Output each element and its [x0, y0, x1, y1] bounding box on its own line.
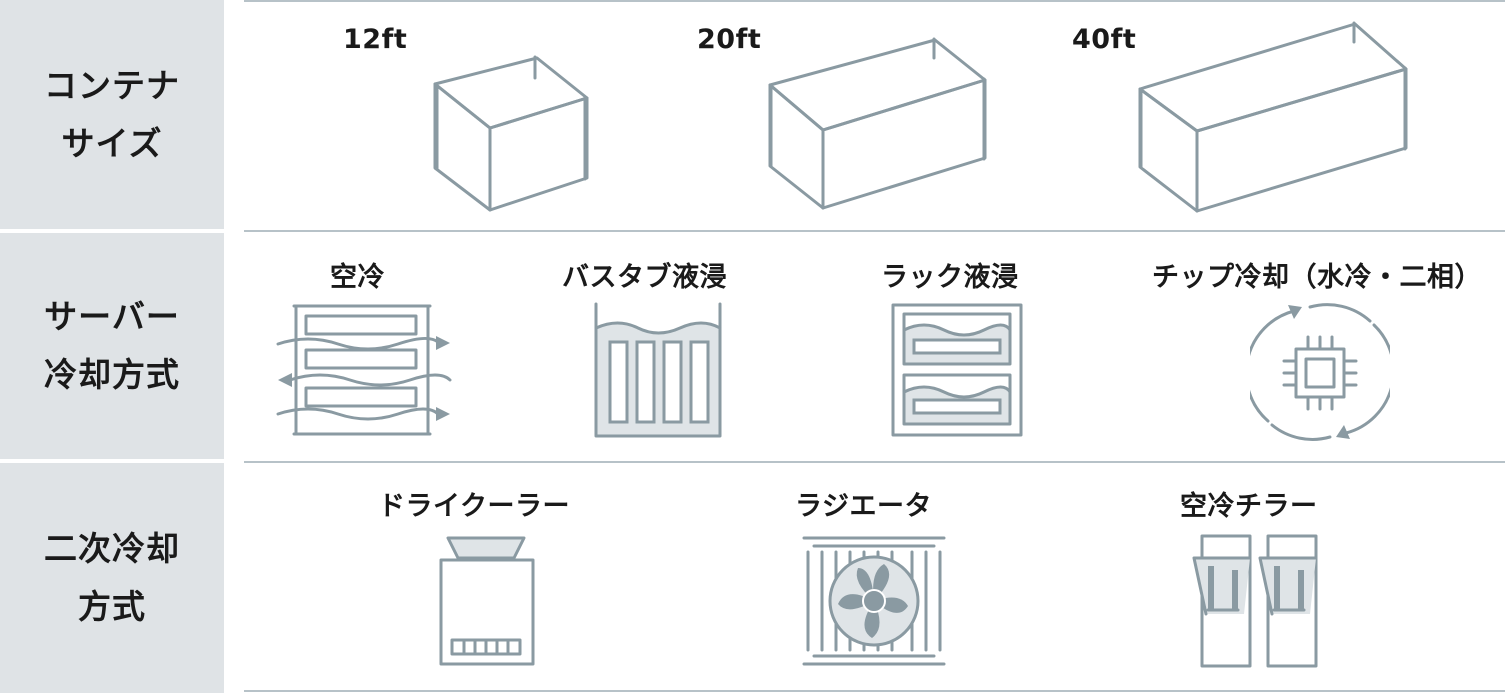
chip-cooling-label: チップ冷却（水冷・二相） — [1152, 262, 1482, 293]
rack-immersion-label: ラック液浸 — [881, 262, 1019, 293]
container-12ft-label: 12ft — [343, 24, 408, 55]
row-separator — [244, 690, 1505, 692]
row-separator — [244, 230, 1505, 232]
row-separator — [244, 0, 1505, 2]
row-header-line: コンテナ — [44, 65, 180, 105]
row-header-line: 二次冷却 — [44, 529, 180, 568]
bathtub-immersion-label: バスタブ液浸 — [562, 262, 727, 293]
row-header-line: サイズ — [61, 123, 163, 163]
row-header-server-cooling: サーバー 冷却方式 — [0, 233, 224, 459]
air-cooling-icon — [276, 304, 452, 436]
container-20ft-label: 20ft — [697, 24, 762, 55]
chip-cooling-icon — [1250, 303, 1390, 441]
dry-cooler-icon — [439, 536, 535, 666]
row-header-container-size: コンテナ サイズ — [0, 0, 224, 229]
container-20ft-icon — [768, 37, 987, 210]
air-cooling-label: 空冷 — [330, 262, 385, 293]
row-header-line: 冷却方式 — [44, 355, 180, 394]
container-12ft-icon — [433, 55, 589, 212]
dry-cooler-label: ドライクーラー — [378, 491, 570, 522]
radiator-label: ラジエータ — [795, 491, 932, 522]
row-header-line: 方式 — [78, 587, 146, 626]
row-header-secondary-cooling: 二次冷却 方式 — [0, 463, 224, 693]
row-header-line: サーバー — [44, 297, 180, 336]
bathtub-immersion-icon — [594, 302, 722, 438]
air-chiller-icon — [1192, 534, 1318, 668]
container-40ft-label: 40ft — [1072, 24, 1137, 55]
radiator-icon — [802, 536, 946, 666]
air-chiller-label: 空冷チラー — [1180, 491, 1318, 522]
container-40ft-icon — [1138, 21, 1408, 213]
row-separator — [244, 461, 1505, 463]
rack-immersion-icon — [891, 303, 1023, 437]
